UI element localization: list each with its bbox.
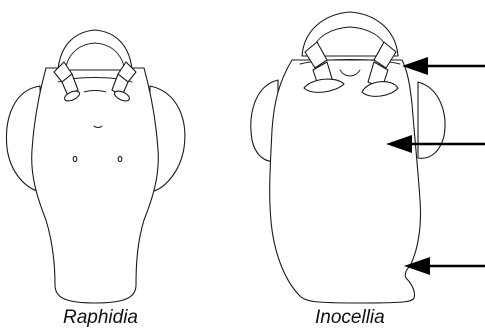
inocellia-head-drawing xyxy=(251,12,445,303)
raphidia-head-drawing xyxy=(6,30,184,303)
arrow-antenna-socket xyxy=(402,57,485,75)
inocellia-right-eye xyxy=(418,82,445,158)
inocellia-head-capsule xyxy=(270,60,421,303)
raphidia-left-ocellus xyxy=(73,156,77,161)
raphidia-labrum xyxy=(58,30,132,70)
raphidia-head-capsule xyxy=(32,68,159,303)
arrow-head-notch xyxy=(404,257,485,275)
raphidia-right-ocellus xyxy=(118,156,122,161)
caption-inocellia: Inocellia xyxy=(315,307,385,329)
caption-raphidia: Raphidia xyxy=(63,307,138,329)
